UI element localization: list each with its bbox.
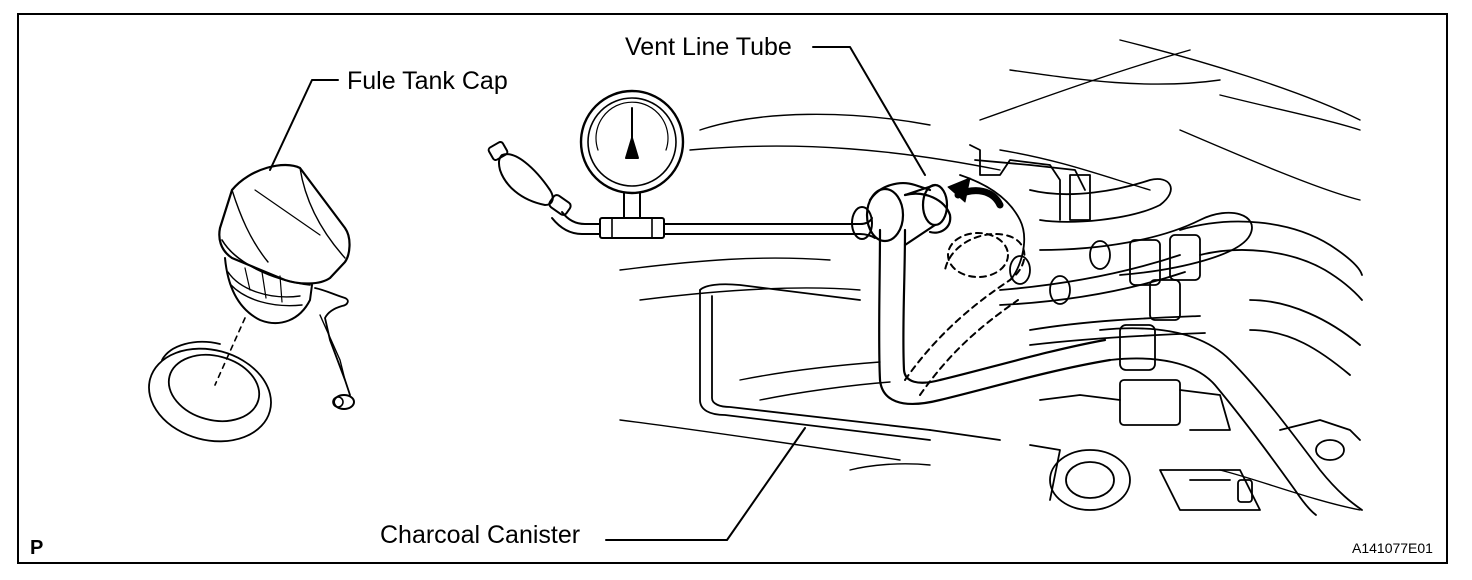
engine-bay-sketch [619,39,1361,511]
vent-line-tube-label: Vent Line Tube [625,33,792,61]
charcoal-canister-label: Charcoal Canister [380,521,581,549]
hidden-hose-route [904,232,1026,396]
fuel-tank-cap [218,163,355,410]
pressure-gauge [487,89,876,240]
filler-neck-ring [148,340,272,443]
direction-arrow-icon [947,177,1004,209]
leader-lines [269,46,926,541]
diagram-frame [17,13,1448,564]
corner-mark: P [30,537,44,559]
engine-components [959,144,1363,516]
cap-fit-line [214,317,246,386]
vent-line-tube [865,182,1112,405]
charcoal-canister [699,283,1001,441]
figure-code: A141077E01 [1352,540,1433,556]
fuel-tank-cap-label: Fule Tank Cap [347,67,508,95]
